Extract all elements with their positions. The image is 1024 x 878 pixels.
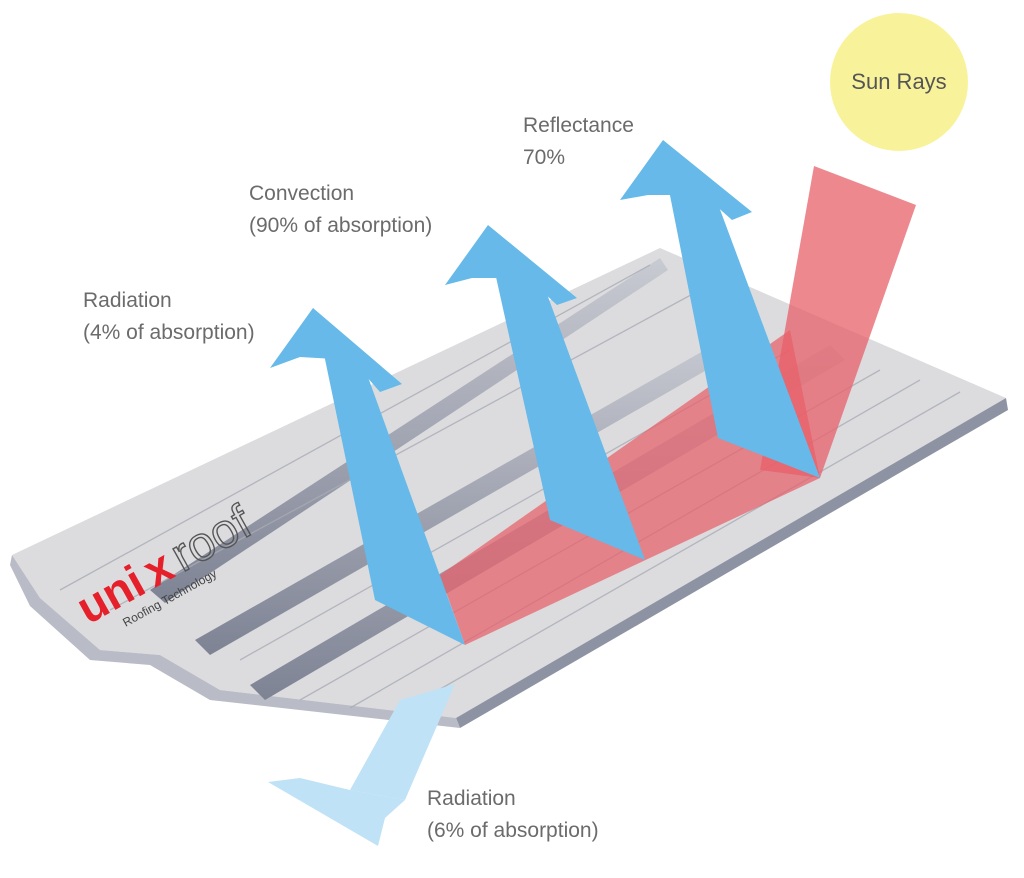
sun-label: Sun Rays xyxy=(851,69,947,94)
convection-label: Convection (90% of absorption) xyxy=(249,178,432,242)
reflectance-label: Reflectance 70% xyxy=(523,110,634,174)
convection-arrow-head xyxy=(445,225,577,305)
radiation-bottom-arrow xyxy=(268,684,455,846)
reflectance-arrow xyxy=(620,140,820,478)
radiation-top-arrow xyxy=(270,308,465,645)
radiation-top-value: (4% of absorption) xyxy=(83,321,255,344)
convection-arrow xyxy=(445,225,645,560)
radiation-bottom-title: Radiation xyxy=(427,787,516,810)
convection-value: (90% of absorption) xyxy=(249,214,433,237)
radiation-top-label: Radiation (4% of absorption) xyxy=(83,285,255,349)
roof-left-edge xyxy=(10,555,460,728)
radiation-top-title: Radiation xyxy=(83,289,172,312)
radiation-down-head xyxy=(268,778,405,846)
roof-front-edge xyxy=(456,398,1008,728)
reflectance-title: Reflectance xyxy=(523,114,634,137)
radiation-down-shaft xyxy=(350,684,455,800)
reflectance-arrow-head xyxy=(620,140,752,220)
convection-title: Convection xyxy=(249,182,355,205)
reflectance-value: 70% xyxy=(523,146,566,169)
radiation-arrow-shaft xyxy=(320,335,465,645)
sun-circle: Sun Rays xyxy=(830,13,968,151)
radiation-bottom-label: Radiation (6% of absorption) xyxy=(427,783,599,847)
roof-rib xyxy=(195,330,752,655)
reflectance-arrow-shaft xyxy=(665,170,820,478)
radiation-bottom-value: (6% of absorption) xyxy=(427,819,599,842)
radiation-arrow-head xyxy=(270,308,402,392)
convection-arrow-shaft xyxy=(490,250,645,560)
